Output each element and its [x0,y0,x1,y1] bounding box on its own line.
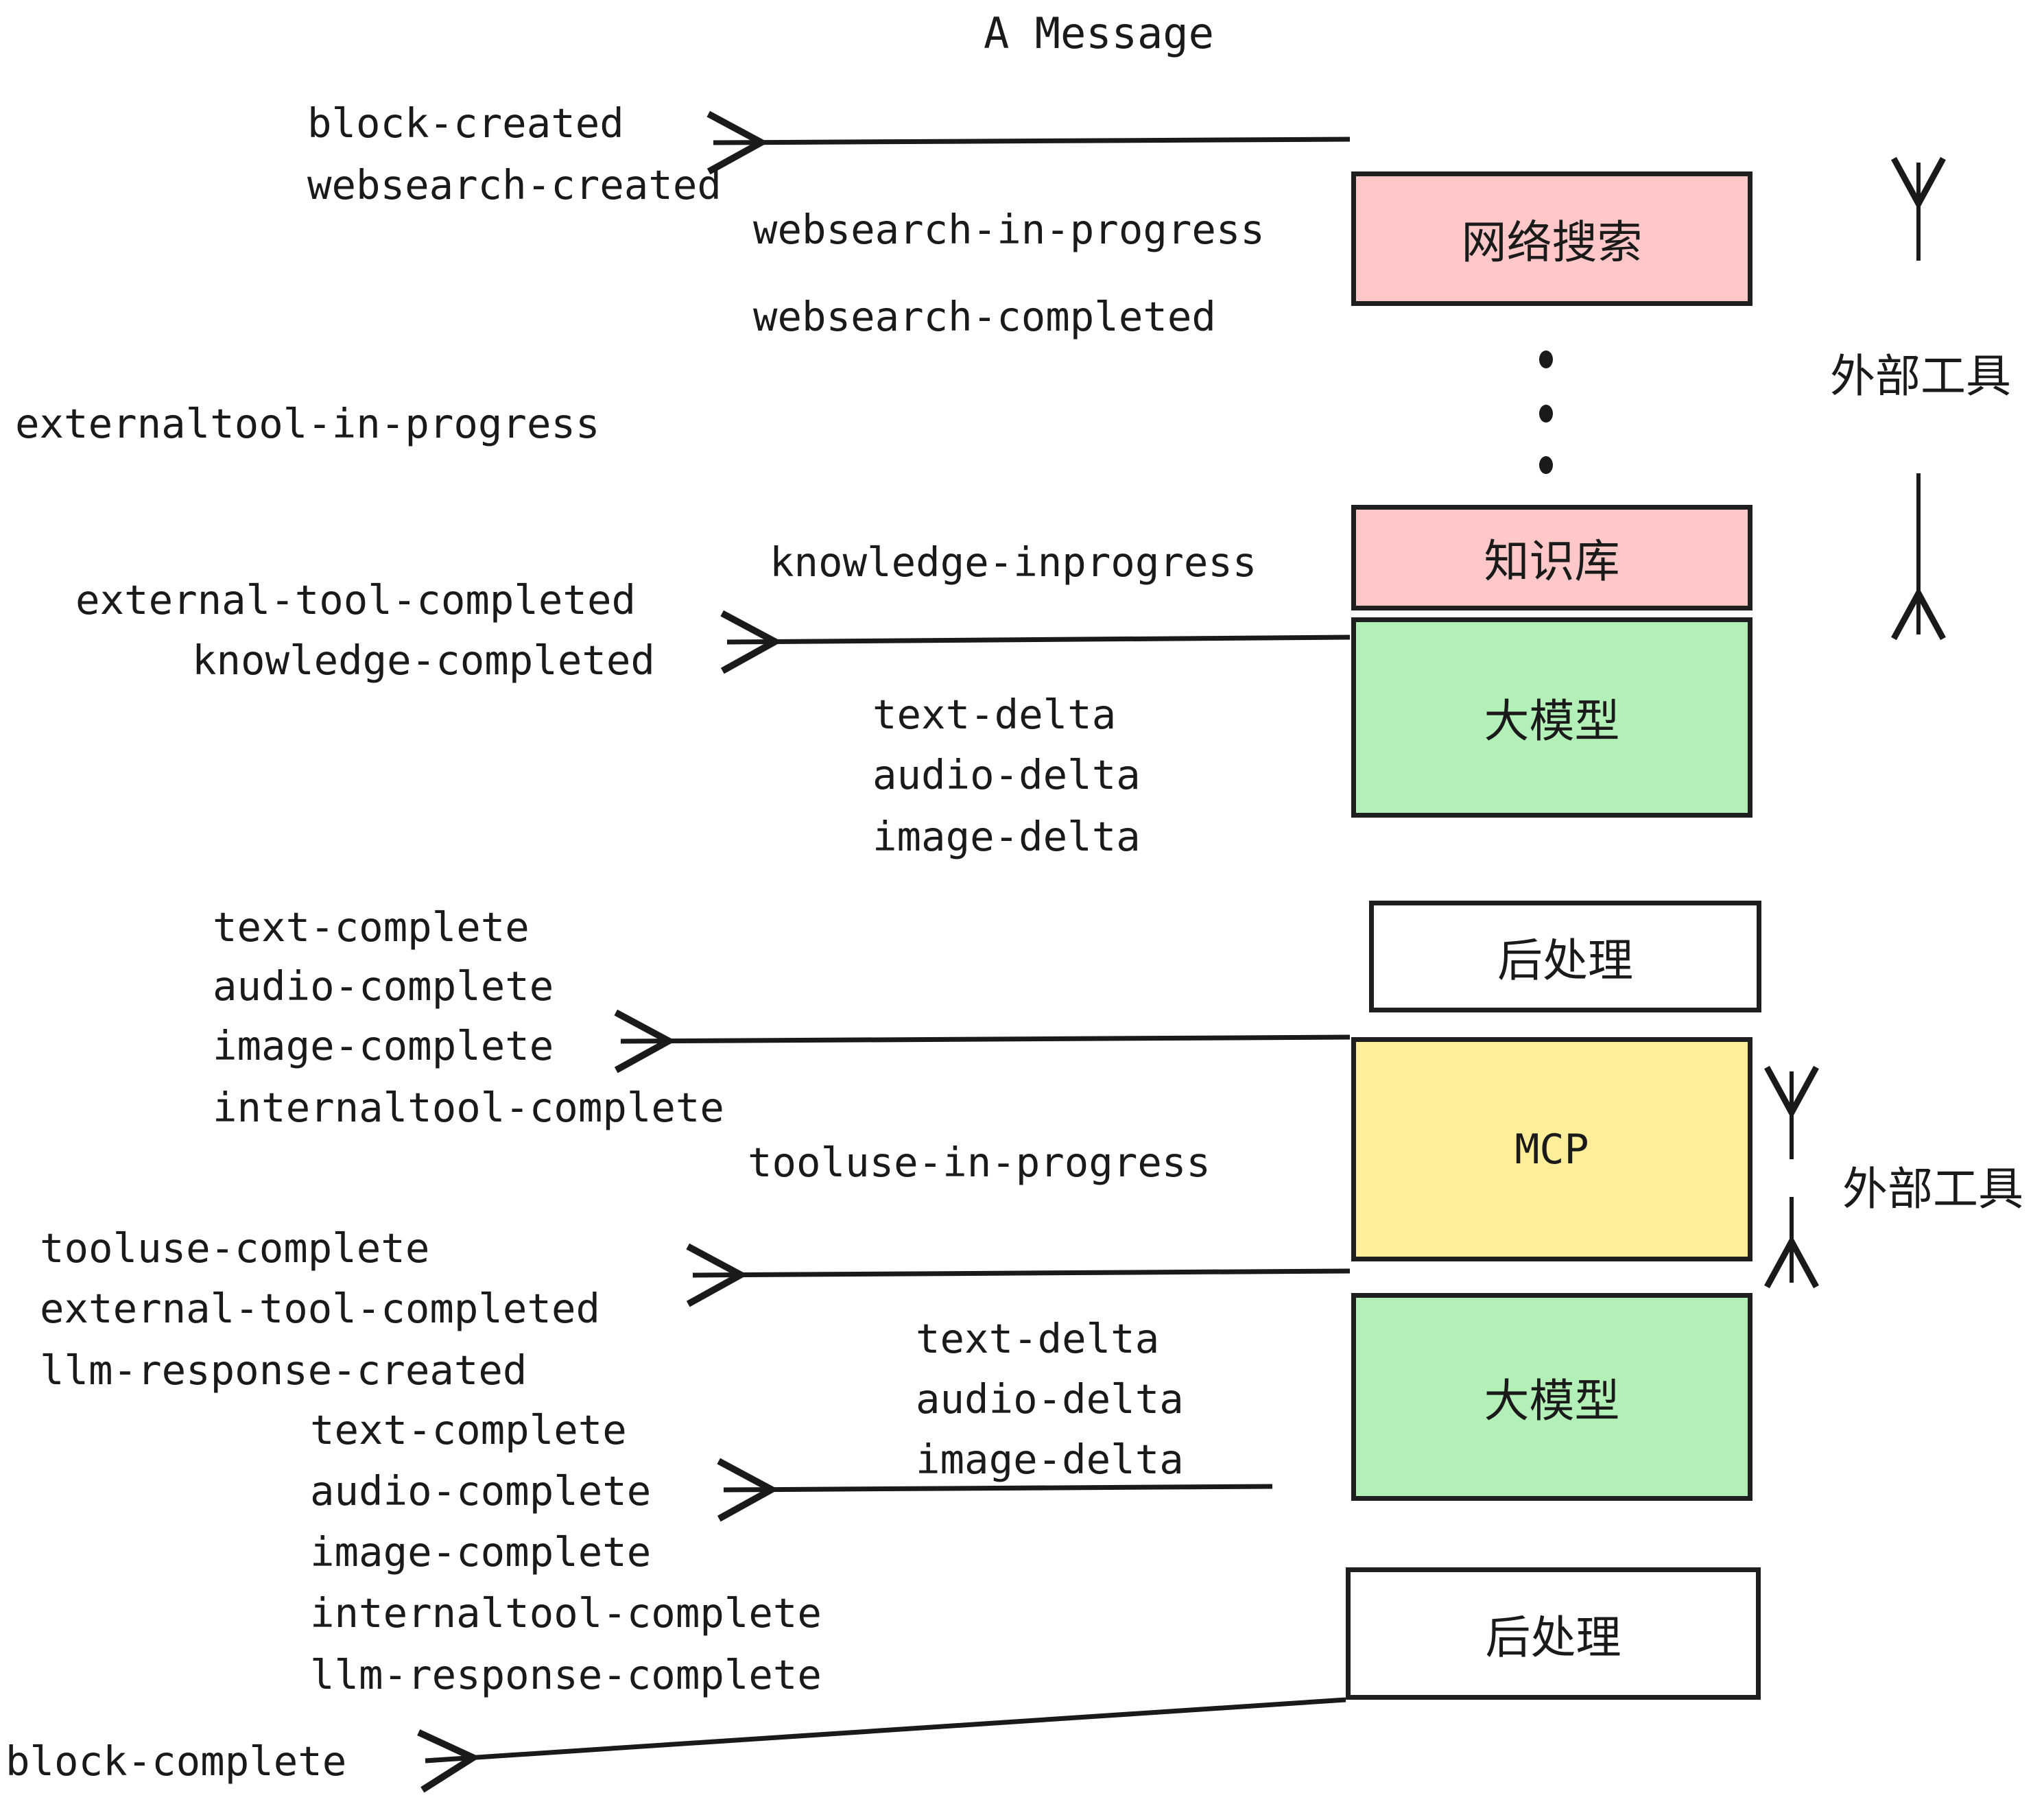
event-internaltool-complete-1: internaltool-complete [213,1084,724,1131]
box-mcp[interactable]: MCP [1351,1037,1752,1261]
ellipsis-dot [1539,405,1553,423]
box-postprocess-first[interactable]: 后处理 [1369,901,1761,1012]
event-text-delta-1: text-delta [872,691,1117,738]
event-external-tool-completed-2: external-tool-completed [40,1285,600,1332]
box-websearch-label: 网络搜索 [1461,216,1643,269]
page-title: A Message [984,8,1214,58]
external-tools-top-label: 外部工具 [1830,350,2011,403]
box-postprocess-second-label: 后处理 [1485,1611,1621,1664]
event-text-delta-2: text-delta [916,1315,1160,1362]
box-llm-second[interactable]: 大模型 [1351,1293,1752,1501]
event-image-delta-1: image-delta [872,813,1141,860]
event-tooluse-complete: tooluse-complete [40,1224,430,1272]
event-websearch-in-progress: websearch-in-progress [753,206,1265,253]
box-llm-first[interactable]: 大模型 [1351,617,1752,818]
box-knowledge-label: 知识库 [1484,535,1620,588]
event-audio-delta-1: audio-delta [872,751,1141,798]
event-internaltool-complete-2: internaltool-complete [310,1589,822,1637]
event-image-complete-2: image-complete [310,1528,652,1576]
arrow-llm-to-audiocomplete [724,1486,1273,1490]
event-audio-complete-1: audio-complete [213,962,554,1010]
event-image-complete-1: image-complete [213,1022,554,1069]
event-audio-complete-2: audio-complete [310,1467,652,1515]
arrow-knowledge-to-knowledgecompleted [727,637,1351,642]
event-llm-response-complete: llm-response-complete [310,1651,822,1698]
event-external-tool-completed-1: external-tool-completed [75,576,636,624]
event-image-delta-2: image-delta [916,1436,1184,1483]
arrow-mcp-to-toolusecomplete [693,1271,1351,1275]
ellipsis-dot [1539,456,1553,474]
event-websearch-completed: websearch-completed [753,293,1216,340]
ellipsis-dot [1539,351,1553,368]
event-block-complete: block-complete [5,1737,347,1785]
box-postprocess-first-label: 后处理 [1497,934,1633,987]
event-text-complete-2: text-complete [310,1406,627,1453]
box-mcp-label: MCP [1514,1125,1589,1174]
event-audio-delta-2: audio-delta [916,1375,1184,1423]
event-block-created: block-created [307,99,624,147]
event-websearch-created: websearch-created [307,161,722,209]
event-text-complete-1: text-complete [213,903,530,951]
event-tooluse-in-progress: tooluse-in-progress [748,1139,1211,1186]
event-knowledge-completed: knowledge-completed [192,637,655,684]
event-llm-response-created: llm-response-created [40,1346,527,1394]
box-knowledge[interactable]: 知识库 [1351,505,1752,610]
box-llm-first-label: 大模型 [1484,695,1620,748]
event-knowledge-inprogress: knowledge-inprogress [770,538,1257,586]
external-tools-bottom-label: 外部工具 [1842,1163,2023,1215]
arrow-postprocess-to-imagecomplete [621,1037,1351,1041]
box-websearch[interactable]: 网络搜索 [1351,171,1752,306]
arrow-postprocess-to-blockcomplete [425,1697,1346,1761]
event-externaltool-in-progress: externaltool-in-progress [15,400,600,447]
arrow-websearch-to-blockcreated [713,139,1351,143]
box-llm-second-label: 大模型 [1484,1374,1620,1427]
box-postprocess-second[interactable]: 后处理 [1346,1567,1761,1700]
